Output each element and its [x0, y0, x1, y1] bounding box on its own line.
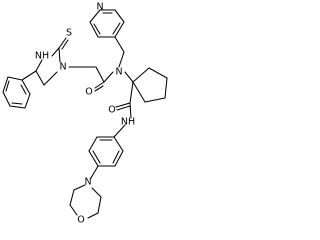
bond	[88, 136, 98, 152]
atom-label-layer: N N O S NH N NH O N O	[35, 2, 135, 226]
bond	[103, 71, 114, 83]
bond	[116, 105, 131, 111]
bond	[2, 76, 9, 93]
bond	[113, 136, 124, 152]
bond	[20, 84, 27, 95]
bond	[61, 39, 69, 50]
bond	[89, 21, 99, 38]
bond	[69, 204, 78, 216]
bond	[24, 93, 31, 109]
bond	[9, 105, 26, 109]
bond	[93, 23, 101, 35]
bond	[58, 37, 67, 49]
bond	[164, 77, 168, 99]
bond	[112, 22, 121, 35]
bond	[112, 150, 120, 164]
bond	[35, 59, 43, 72]
pyridine-nitrogen-label: N	[96, 2, 103, 13]
bond	[114, 36, 125, 53]
bond	[43, 71, 58, 86]
bond	[94, 81, 105, 89]
structure-diagram: N N O S NH N NH O N O	[2, 2, 168, 226]
bond	[113, 124, 126, 138]
bond	[97, 196, 102, 214]
bond	[114, 9, 125, 23]
bond	[89, 9, 101, 23]
acetyl-oxygen-label: O	[85, 87, 92, 98]
bond	[7, 76, 23, 81]
bond	[94, 85, 104, 92]
bond	[35, 70, 45, 86]
bond	[88, 150, 99, 167]
bond	[114, 150, 124, 167]
bond	[132, 81, 146, 103]
bond	[87, 212, 99, 219]
bond	[148, 67, 168, 79]
bond	[132, 67, 150, 83]
ring-nh-label: NH	[35, 51, 49, 62]
bond	[58, 47, 61, 63]
bond	[124, 71, 134, 83]
bond	[5, 80, 10, 92]
bond-layer	[2, 9, 168, 219]
bond	[51, 47, 60, 57]
morpholine-nitrogen-label: N	[84, 177, 91, 188]
bond	[144, 97, 166, 103]
amide-nitrogen-label: N	[115, 67, 122, 78]
bond	[90, 165, 99, 179]
carbonyl-oxygen-label: O	[108, 105, 115, 116]
bond	[114, 21, 125, 38]
bond	[92, 150, 101, 164]
bond	[91, 187, 102, 198]
morpholine-oxygen-label: O	[77, 215, 84, 226]
bond	[21, 70, 37, 81]
bond	[118, 51, 125, 68]
thione-sulfur-label: S	[66, 28, 72, 39]
bond	[21, 79, 31, 95]
bond	[2, 91, 11, 107]
bond	[115, 102, 131, 108]
bond	[69, 189, 75, 206]
linker-nh-label: NH	[121, 117, 135, 128]
bond	[129, 102, 132, 119]
bond	[11, 102, 23, 105]
bond	[129, 81, 134, 104]
ring-nitrogen-label: N	[59, 62, 66, 73]
bond	[95, 66, 105, 83]
bond	[73, 184, 86, 191]
